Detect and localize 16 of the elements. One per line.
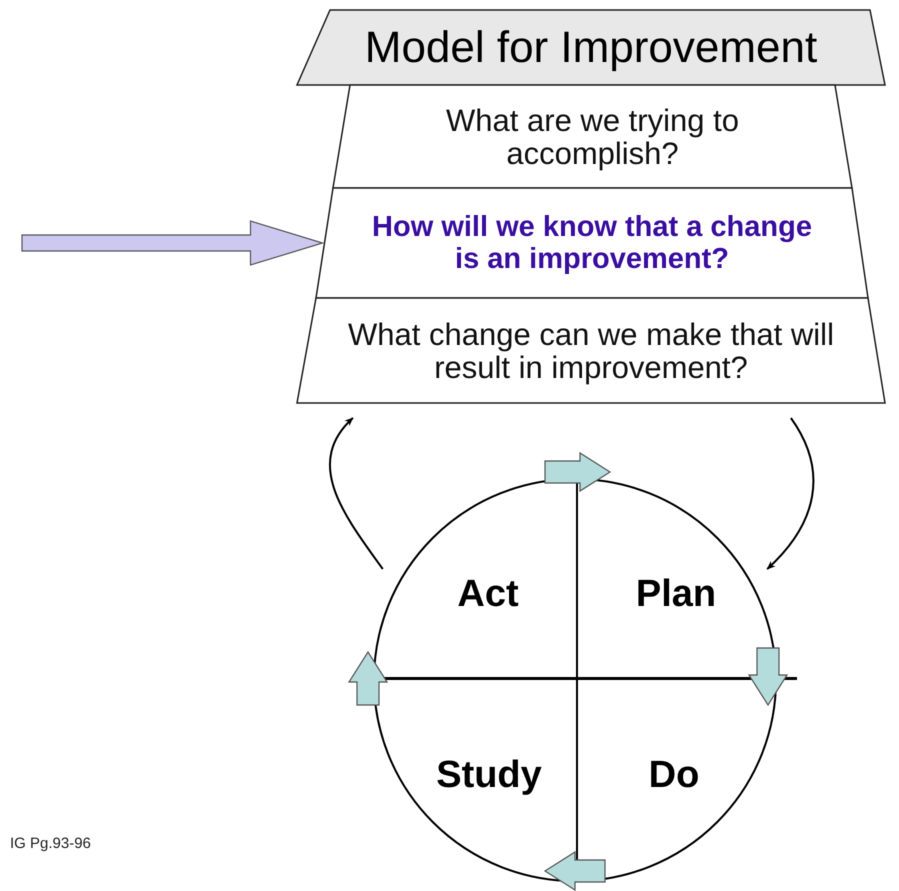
block-arrow [21,220,325,266]
trapezoid-box [297,298,885,403]
curved-arrow [328,417,384,570]
quadrant-label: Plan [636,572,716,616]
curved-arrow [766,417,814,570]
quadrant-label: Do [648,752,700,798]
trapezoid-box [316,188,868,298]
quadrant-label: Study [436,752,542,798]
page-reference: IG Pg.93-96 [10,834,91,854]
quadrant-label: Act [457,572,519,616]
box-text: Model for Improvement [364,24,818,72]
box-text: What are we trying to accomplish? [445,104,740,170]
trapezoid-box [333,85,852,188]
box-text: How will we know that a change is an improvement? [371,211,813,275]
box-text: What change can we make that will result in improvement? [347,318,835,384]
title-trapezoid [297,10,885,85]
